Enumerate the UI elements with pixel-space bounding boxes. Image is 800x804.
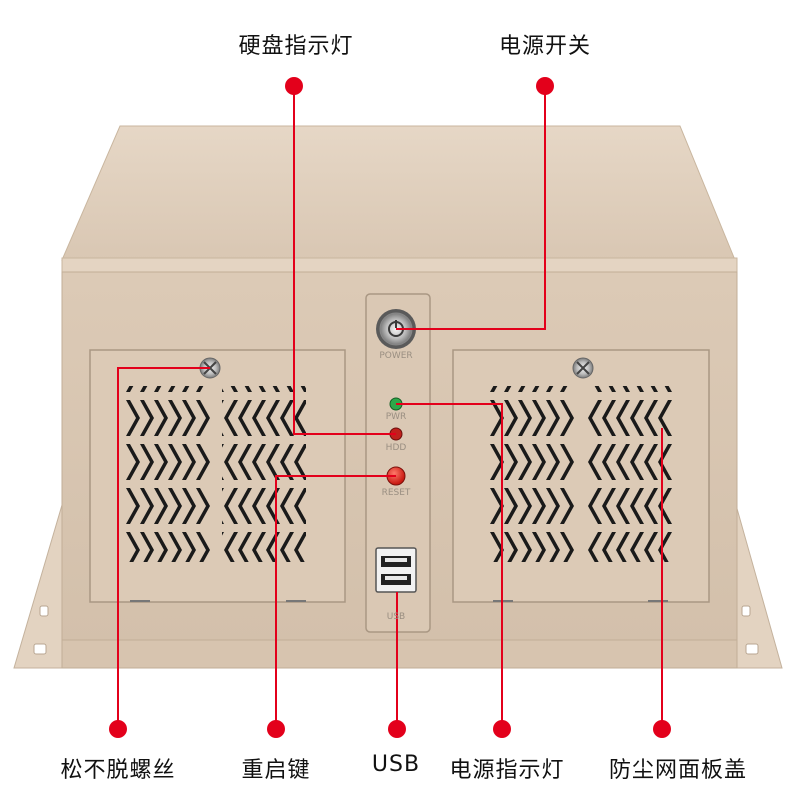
- power-switch-callout: 电源开关: [498, 34, 592, 59]
- pwr-label: PWR: [385, 412, 407, 422]
- chassis-top-lip: [61, 257, 738, 273]
- reset-callout-line: [275, 475, 396, 729]
- chassis-top: [61, 125, 736, 261]
- reset-callout-dot: [267, 720, 285, 738]
- pwr-callout-dot: [493, 720, 511, 738]
- usb-panel-label: USB: [386, 612, 406, 622]
- callout-lines: [117, 86, 663, 729]
- reset-key-callout: 重启键: [241, 758, 311, 783]
- hdd-label: HDD: [385, 443, 407, 453]
- right-mounting-bracket: [735, 504, 783, 669]
- dust-callout-dot: [653, 720, 671, 738]
- right-dust-cover: [452, 349, 710, 603]
- power-callout-dot: [536, 77, 554, 95]
- screw-callout-line: [117, 367, 210, 729]
- hdd-callout-line: [293, 86, 396, 435]
- power-label: POWER: [379, 351, 413, 361]
- pwr-callout-line: [396, 403, 503, 729]
- control-panel: [365, 293, 431, 633]
- screws-callout: 松不脱螺丝: [60, 758, 176, 783]
- usb-callout: USB: [371, 752, 421, 777]
- dust-cover-callout: 防尘网面板盖: [608, 758, 748, 783]
- reset-label: RESET: [381, 488, 411, 498]
- hdd-callout-dot: [285, 77, 303, 95]
- screw-callout-dot: [109, 720, 127, 738]
- callout-dots: [109, 77, 671, 738]
- usb-callout-dot: [388, 720, 406, 738]
- hdd-light-callout: 硬盘指示灯: [238, 34, 354, 59]
- left-mounting-bracket: [13, 504, 63, 669]
- power-callout-line: [396, 86, 546, 330]
- power-light-callout: 电源指示灯: [449, 758, 565, 783]
- usb-ports: [375, 547, 417, 593]
